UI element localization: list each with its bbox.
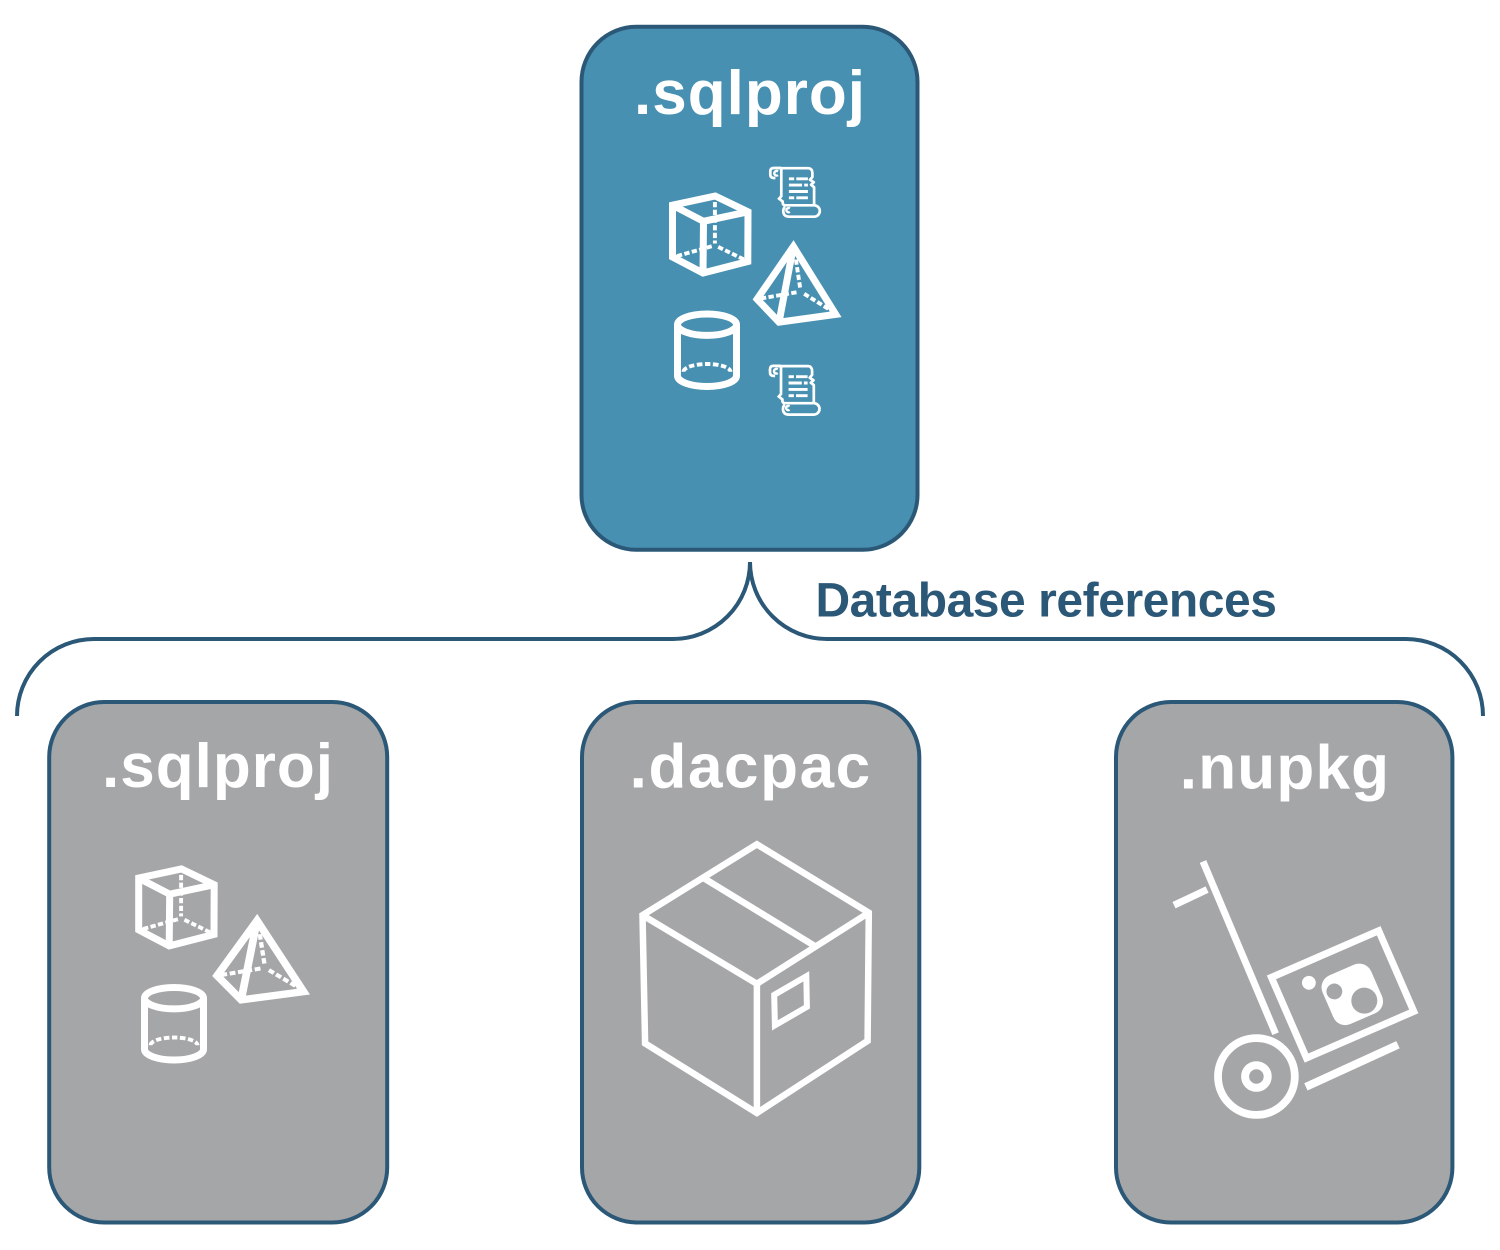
svg-text:.nupkg: .nupkg xyxy=(1180,733,1390,802)
svg-text:.sqlproj: .sqlproj xyxy=(634,59,866,128)
svg-text:.dacpac: .dacpac xyxy=(630,733,872,802)
svg-text:Database references: Database references xyxy=(815,575,1276,628)
svg-text:.sqlproj: .sqlproj xyxy=(102,732,334,801)
